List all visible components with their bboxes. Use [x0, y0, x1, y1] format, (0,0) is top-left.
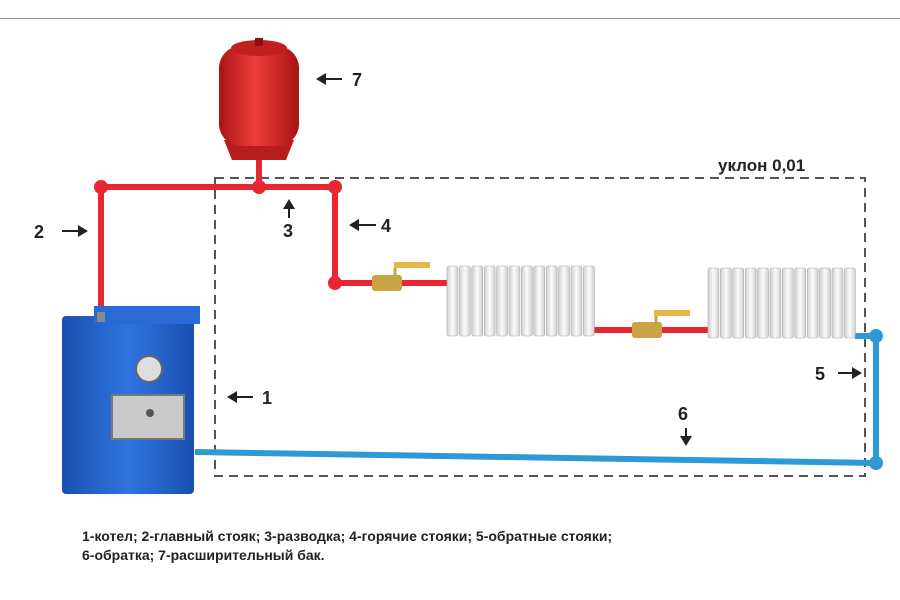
radiator-2: [707, 267, 856, 339]
callout-6: 6: [678, 404, 692, 446]
radiator-fin: [446, 265, 459, 337]
slope-label: уклон 0,01: [718, 156, 805, 175]
radiator-fin: [744, 267, 757, 339]
radiator-fin: [583, 265, 595, 337]
radiator-fin: [471, 265, 483, 337]
callout-7-number: 7: [352, 70, 362, 90]
radiator-fin: [558, 265, 570, 337]
radiator-fin: [782, 267, 794, 339]
expansion-tank: [219, 38, 299, 160]
callout-2-number: 2: [34, 222, 44, 242]
radiator-fin: [707, 267, 720, 339]
callout-4-number: 4: [381, 216, 391, 236]
boiler: [62, 306, 200, 494]
radiator-fin: [508, 265, 521, 337]
callout-4: 4: [349, 216, 391, 236]
radiator-fin: [757, 267, 769, 339]
radiator-fin: [570, 265, 583, 337]
radiator-fin: [483, 265, 496, 337]
callout-3-number: 3: [283, 221, 293, 241]
supply-pipe: [94, 160, 712, 333]
slope-dashed-outline: [214, 177, 866, 477]
callout-1-number: 1: [262, 388, 272, 408]
radiator-fin: [545, 265, 558, 337]
legend-line-2: 6-обратка; 7-расширительный бак.: [82, 547, 325, 563]
radiator-fin: [521, 265, 533, 337]
radiator-fin: [819, 267, 831, 339]
radiator-fin: [732, 267, 744, 339]
callout-3: 3: [283, 199, 295, 241]
radiator-1: [446, 265, 595, 337]
radiator-fin: [533, 265, 545, 337]
radiator-fin: [720, 267, 732, 339]
radiator-fin: [496, 265, 508, 337]
callout-5: 5: [815, 364, 862, 384]
valve-2: [632, 310, 690, 338]
top-divider-line: [0, 18, 900, 19]
callout-7: 7: [316, 70, 362, 90]
callout-5-number: 5: [815, 364, 825, 384]
legend-line-1: 1-котел; 2-главный стояк; 3-разводка; 4-…: [82, 528, 613, 544]
valve-1: [372, 262, 430, 291]
radiator-fin: [831, 267, 844, 339]
radiator-fin: [844, 267, 856, 339]
radiator-fin: [459, 265, 471, 337]
radiator-fin: [769, 267, 782, 339]
callout-2: 2: [34, 222, 88, 242]
legend: 1-котел; 2-главный стояк; 3-разводка; 4-…: [82, 527, 900, 565]
callout-1: 1: [227, 388, 272, 408]
radiator-fin: [794, 267, 806, 339]
callout-6-number: 6: [678, 404, 688, 424]
radiator-fin: [806, 267, 819, 339]
return-pipe: [194, 329, 883, 470]
